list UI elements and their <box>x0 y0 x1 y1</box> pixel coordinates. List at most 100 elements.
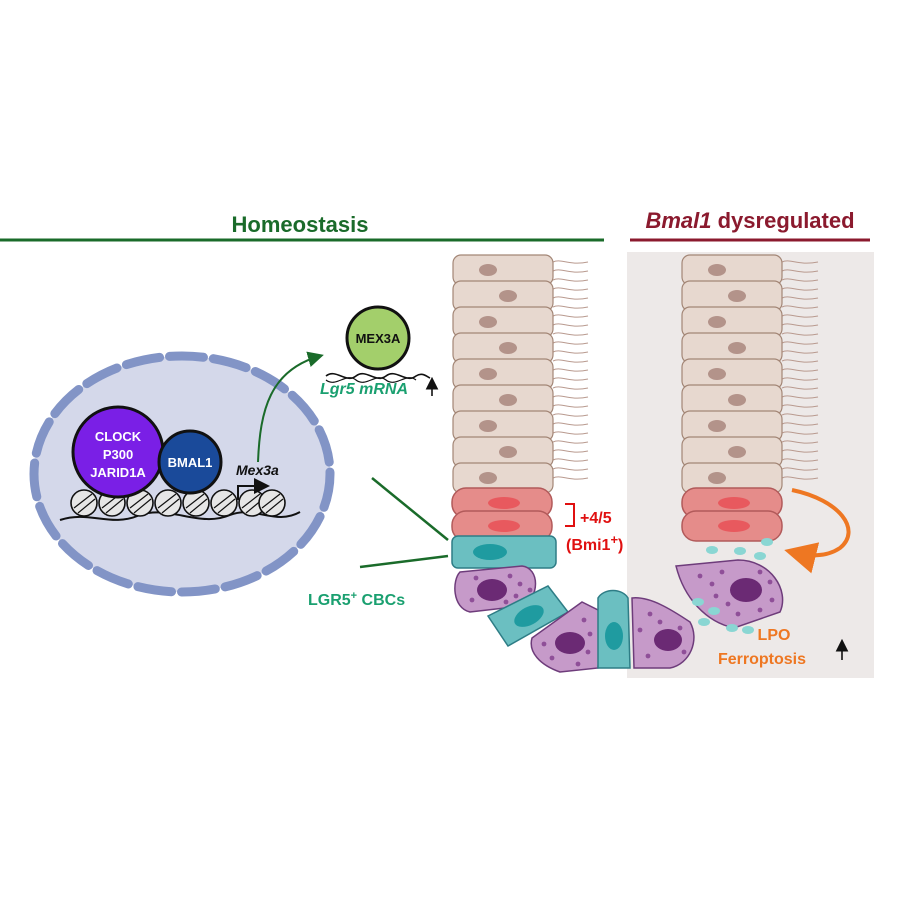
microvillus <box>552 341 589 345</box>
villus-column-left <box>452 254 554 494</box>
microvillus <box>781 449 819 453</box>
epithelial-nucleus <box>499 446 517 458</box>
microvillus <box>552 278 589 282</box>
villus-column-right <box>681 254 783 494</box>
microvillus <box>781 458 819 462</box>
lpo-label: LPO <box>758 627 791 644</box>
tss-arrow <box>237 478 270 500</box>
plus4-cells-right <box>681 487 783 542</box>
microvillus <box>781 440 819 444</box>
microvillus <box>552 314 589 318</box>
ferroptosis-label: Ferroptosis <box>718 651 806 668</box>
expression-arrow <box>257 351 324 463</box>
epithelial-nucleus <box>728 290 746 302</box>
microvillus <box>552 260 589 264</box>
nucleosome-wrap <box>129 493 152 514</box>
epithelial-nucleus <box>479 368 497 380</box>
microvillus <box>781 314 819 318</box>
microvillus <box>552 332 589 336</box>
nucleosome-wrap <box>157 493 180 514</box>
granule <box>517 581 523 587</box>
microvillus <box>781 395 819 399</box>
granule <box>503 599 509 605</box>
microvillus <box>781 323 819 327</box>
homeostasis-title: Homeostasis <box>232 212 369 237</box>
nucleosome-wrap <box>261 493 284 514</box>
microvillus <box>781 404 819 408</box>
leader-line-nucleus <box>371 477 449 541</box>
epithelial-nucleus <box>708 316 726 328</box>
granule <box>575 661 581 667</box>
dna-strand <box>59 511 301 521</box>
granule <box>581 617 587 623</box>
microvillus <box>781 296 819 300</box>
nucleosomes <box>70 489 286 517</box>
plus45-bracket <box>565 503 575 527</box>
epithelial-nucleus <box>708 420 726 432</box>
microvillus <box>781 287 819 291</box>
microvillus <box>781 350 819 354</box>
granule <box>469 597 475 603</box>
microvillus <box>781 269 819 273</box>
granule <box>767 579 773 585</box>
granule <box>527 587 533 593</box>
epithelial-nucleus <box>728 342 746 354</box>
microvillus <box>781 431 819 435</box>
granule <box>697 573 703 579</box>
microvillus <box>781 332 819 336</box>
epithelial-nucleus <box>479 472 497 484</box>
microvillus <box>781 467 819 471</box>
leader-line-cbc <box>359 554 449 569</box>
granule <box>709 581 715 587</box>
bmal1-protein <box>157 429 223 495</box>
nucleosome-wrap <box>73 493 96 514</box>
dead-cbc-fragments <box>692 538 773 634</box>
granule <box>647 611 653 617</box>
bmal1-label: BMAL1 <box>168 455 213 470</box>
granule <box>645 653 651 659</box>
microvillus <box>552 359 589 363</box>
epithelial-nucleus <box>728 446 746 458</box>
dysregulated-word: dysregulated <box>712 208 855 233</box>
nuclear-envelope <box>29 351 335 597</box>
epithelial-nucleus <box>479 264 497 276</box>
granule <box>473 575 479 581</box>
microvillus <box>552 413 589 417</box>
microvillus <box>781 305 819 309</box>
epithelial-nucleus <box>708 368 726 380</box>
microvillus <box>552 467 589 471</box>
microvillus <box>781 341 819 345</box>
nucleosome <box>154 489 182 517</box>
epithelial-nucleus <box>479 420 497 432</box>
microvillus <box>781 368 819 372</box>
epithelial-nucleus <box>499 342 517 354</box>
lgr5-cbc-label: LGR5+ CBCs <box>308 590 405 609</box>
plus45-label: +4/5 <box>580 510 612 527</box>
paneth-granules-right <box>697 569 775 617</box>
epithelial-nucleus <box>728 394 746 406</box>
microvillus <box>552 386 589 390</box>
dysregulated-title: Bmal1 dysregulated <box>645 208 854 233</box>
mex3a-label: MEX3A <box>356 331 401 346</box>
microvillus <box>781 359 819 363</box>
mrna-strand <box>325 372 431 383</box>
microvillus <box>781 413 819 417</box>
microvillus <box>781 476 819 480</box>
microvillus <box>552 305 589 309</box>
microvillus <box>552 422 589 426</box>
microvillus <box>552 269 589 273</box>
microvillus <box>552 440 589 444</box>
microvillus <box>781 377 819 381</box>
granule <box>769 597 775 603</box>
microvillus <box>552 296 589 300</box>
complex-label-1: CLOCK <box>95 429 142 444</box>
granule <box>541 641 547 647</box>
microvilli-right <box>781 260 819 480</box>
microvillus <box>552 350 589 354</box>
granule <box>713 593 719 599</box>
orange-conversion-arrow <box>784 488 851 574</box>
bmal1-italic: Bmal1 <box>645 208 711 233</box>
gene-label: Mex3a <box>236 462 279 478</box>
granule <box>681 649 687 655</box>
microvillus <box>552 377 589 381</box>
